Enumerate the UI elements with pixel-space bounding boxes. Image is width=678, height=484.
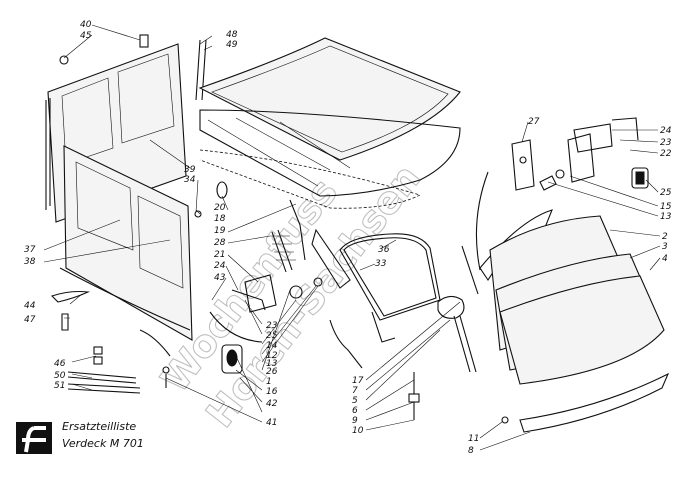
part-label: 17 xyxy=(352,376,364,386)
part-label: 39 xyxy=(184,165,196,175)
part-label: 20 xyxy=(214,203,226,213)
roof-panel xyxy=(198,37,461,209)
part-label: 9 xyxy=(352,416,358,426)
part-label: 27 xyxy=(528,117,540,127)
part-label: 43 xyxy=(214,273,226,283)
part-label: 25 xyxy=(660,188,672,198)
part-label: 34 xyxy=(184,175,196,185)
part-label: 46 xyxy=(54,359,66,369)
part-label: 15 xyxy=(660,202,672,212)
part-label: 50 xyxy=(54,371,66,381)
part-label: 42 xyxy=(266,399,278,409)
part-label: 21 xyxy=(214,250,225,260)
part-label: 1 xyxy=(266,377,272,387)
part-label: 19 xyxy=(214,226,226,236)
part-label: 49 xyxy=(226,40,238,50)
part-label: 38 xyxy=(24,257,36,267)
part-label: 6 xyxy=(352,406,358,416)
side-window-frame xyxy=(329,233,441,369)
part-label: 48 xyxy=(226,30,238,40)
manufacturer-logo xyxy=(16,422,52,454)
part-label: 16 xyxy=(266,387,278,397)
part-label: 47 xyxy=(24,315,36,325)
part-label: 36 xyxy=(378,245,390,255)
part-label: 2 xyxy=(662,232,668,242)
lever-and-bolts xyxy=(408,245,479,420)
part-label: 24 xyxy=(660,126,672,136)
part-label: 26 xyxy=(266,367,278,377)
part-number-labels: 40 45 48 49 39 34 20 37 38 18 19 28 21 2… xyxy=(24,20,672,456)
part-label: 7 xyxy=(352,386,358,396)
leader-lines xyxy=(43,24,661,451)
rear-window-frame-front xyxy=(59,145,193,341)
part-label: 22 xyxy=(660,149,672,159)
part-label: 3 xyxy=(662,242,668,252)
caption-title: Ersatzteilliste xyxy=(62,420,136,433)
part-label: 40 xyxy=(80,20,92,30)
part-label: 11 xyxy=(468,434,479,444)
part-label: 10 xyxy=(352,426,364,436)
part-label: 41 xyxy=(266,418,277,428)
part-label: 23 xyxy=(660,138,672,148)
part-label: 25 xyxy=(266,331,278,341)
windshield-assembly xyxy=(453,171,670,433)
part-label: 37 xyxy=(24,245,36,255)
part-label: 12 xyxy=(266,351,278,361)
part-label: 51 xyxy=(54,381,65,391)
hinge-hardware-right xyxy=(511,117,649,191)
hinge-mechanism xyxy=(209,199,351,374)
part-label: 18 xyxy=(214,214,226,224)
part-label: 33 xyxy=(375,259,387,269)
part-label: 24 xyxy=(214,261,226,271)
part-label: 44 xyxy=(24,301,36,311)
part-label: 13 xyxy=(660,212,672,222)
part-label: 13 xyxy=(266,359,278,369)
hardware-clips xyxy=(59,34,228,218)
part-label: 5 xyxy=(352,396,358,406)
part-label: 14 xyxy=(266,341,278,351)
small-fittings xyxy=(50,290,171,394)
caption-subtitle: Verdeck M 701 xyxy=(62,437,144,450)
part-label: 28 xyxy=(214,238,226,248)
part-label: 45 xyxy=(80,31,92,41)
part-label: 4 xyxy=(662,254,668,264)
part-label: 23 xyxy=(266,321,278,331)
part-label: 8 xyxy=(468,446,474,456)
